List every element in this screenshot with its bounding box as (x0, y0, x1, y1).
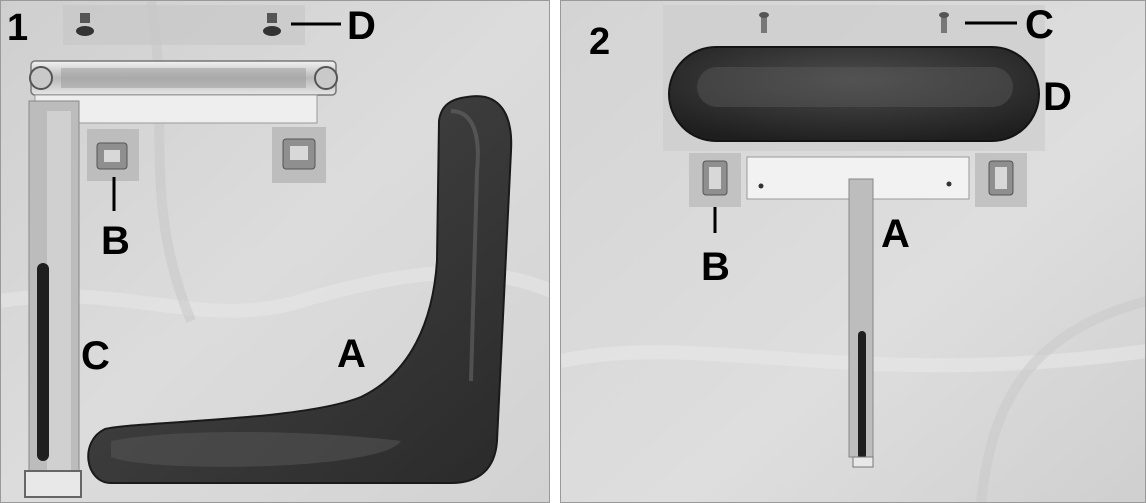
end-cap-b-right (975, 153, 1027, 207)
step-number: 1 (7, 9, 28, 47)
step-2-panel: 2 C D A B (560, 0, 1146, 503)
label-a: A (881, 214, 910, 254)
arm-pad-d (669, 47, 1039, 141)
label-d: D (1043, 77, 1072, 117)
step-1-photo (1, 1, 550, 503)
end-cap-b-right (272, 127, 326, 183)
label-a: A (337, 334, 366, 374)
screw-backdrop (63, 5, 305, 45)
end-cap-b-left (87, 129, 139, 181)
label-b: B (101, 221, 130, 261)
label-c: C (1025, 5, 1054, 45)
tube-c (25, 101, 81, 497)
end-cap-b-left (689, 153, 741, 207)
step-number: 2 (589, 23, 610, 61)
step-1-panel: 1 D B C A (0, 0, 550, 503)
label-d: D (347, 6, 376, 46)
label-b: B (701, 247, 730, 287)
label-c: C (81, 336, 110, 376)
